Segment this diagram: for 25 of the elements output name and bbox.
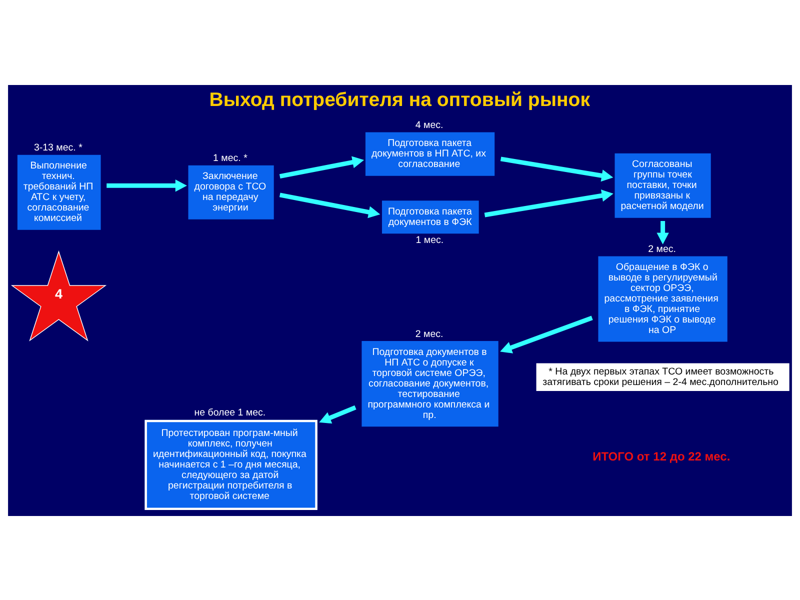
node-label: 4 мес. [415,120,444,131]
arrow [500,315,593,353]
diagram-title: Выход потребителя на оптовый рынок [209,88,590,110]
node-box: Согласованы группы точек поставки, точки привязаны к расчетной модели [614,152,711,218]
arrow [319,404,356,424]
node-label: не более 1 мес. [194,407,266,418]
node-label: 1 мес. * [213,152,248,164]
node-label: 3-13 мес. * [34,142,82,154]
node-label: 1 мес. [416,234,444,246]
arrow [279,192,380,218]
node-box: Выполнение технич. требований НП АТС к учету, согласование комиссией [17,154,101,230]
label: * На двух первых этапах ТСО имеет возможность затягивать сроки решения – 2-4 мес.дополнительно [542,366,778,388]
node-box: Подготовка документов в НП АТС о допуске к торговой системе ОРЭЭ, согласование документов, тестирование программного комплекса и пр. [362,340,498,426]
arrow [106,179,187,192]
arrow [656,220,669,244]
label: ИТОГО от 12 до 22 мес. [592,448,730,463]
node-label: 2 мес. [415,328,444,340]
arrow [484,189,614,217]
node-box: Подготовка пакета документов в ФЭК [382,200,479,234]
arrow [500,156,614,182]
node-box: Подготовка пакета документов в НП АТС, их согласование [365,132,495,176]
node-box: Заключение договора с ТСО на передачу энергии [188,164,274,219]
node-box: Обращение в ФЭК о выводе в регулируемый сектор ОРЭЭ, рассмотрение заявления в ФЭК, принятие решения ФЭК о выводе на ОР [598,256,728,342]
arrow [279,156,364,178]
node-label: 2 мес. [648,243,676,254]
